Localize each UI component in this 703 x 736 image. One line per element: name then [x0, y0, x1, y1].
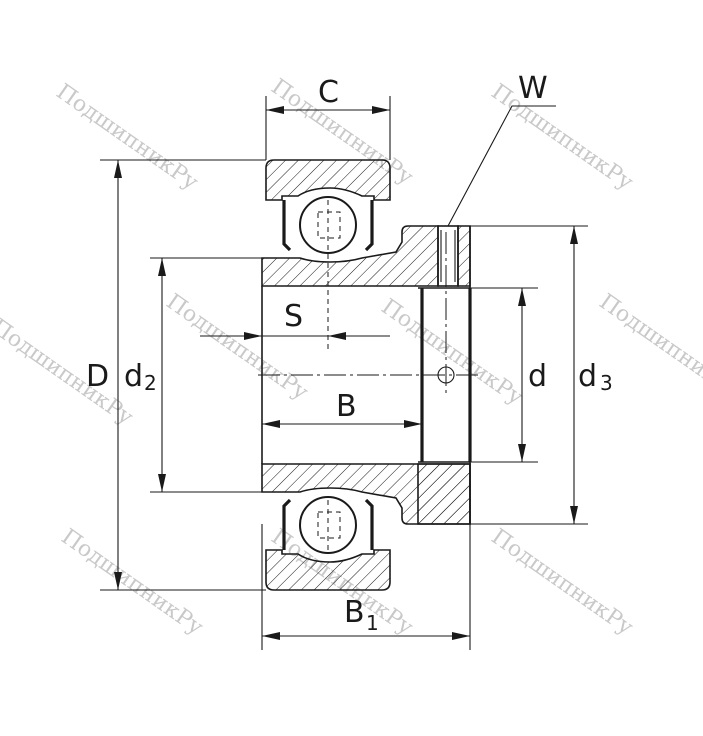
leader-line-w	[447, 105, 556, 227]
screw-hole-symbol	[437, 366, 455, 384]
arrowhead	[570, 226, 578, 244]
arrowhead	[570, 506, 578, 524]
watermark-text: ПодшипникРу	[0, 314, 137, 430]
ball-dash-box-top	[317, 211, 341, 239]
dimension-lines	[100, 96, 588, 650]
label-w: W	[518, 71, 548, 106]
arrowhead	[328, 332, 346, 340]
arrowhead	[404, 420, 422, 428]
arrowhead	[262, 420, 280, 428]
label-d3-subscript: 3	[600, 371, 613, 395]
label-d-outer: D	[86, 359, 109, 394]
arrowhead	[452, 632, 470, 640]
label-d2: d	[124, 359, 143, 394]
ball-bottom	[299, 496, 357, 554]
bearing-geometry	[258, 159, 480, 591]
label-s: S	[284, 299, 303, 334]
seal-top-left	[282, 200, 292, 252]
arrowhead	[114, 572, 122, 590]
watermark-text: ПодшипникРу	[487, 79, 638, 195]
arrowhead	[262, 632, 280, 640]
arrowhead	[158, 474, 166, 492]
seal-bottom-right	[364, 498, 374, 550]
collar-top	[457, 225, 471, 287]
watermark-text: ПодшипникРу	[487, 524, 638, 640]
watermark-text: ПодшипникРу	[57, 524, 208, 640]
label-d2-subscript: 2	[144, 371, 157, 395]
watermark-text: ПодшипникРу	[377, 294, 528, 410]
outer-ring-top	[265, 159, 391, 201]
label-b: B	[336, 389, 357, 424]
label-d: d	[528, 359, 547, 394]
arrowhead	[518, 288, 526, 306]
seal-top-right	[364, 200, 374, 252]
arrowhead	[518, 444, 526, 462]
label-d3: d	[578, 359, 597, 394]
arrowhead	[266, 106, 284, 114]
ball-top	[299, 196, 357, 254]
outer-ring-bottom	[265, 549, 391, 591]
arrowhead	[372, 106, 390, 114]
inner-ring-top	[261, 225, 439, 287]
watermark-text: ПодшипникРу	[52, 79, 203, 195]
arrowhead	[158, 258, 166, 276]
collar-bottom-left	[417, 463, 471, 525]
label-b1: B	[344, 595, 365, 630]
arrowhead	[114, 160, 122, 178]
label-b1-subscript: 1	[366, 611, 379, 635]
dimension-labels: C W S D d 2 B d d 3 B 1	[86, 71, 613, 635]
arrowhead	[244, 332, 262, 340]
label-c: C	[318, 75, 339, 110]
seal-bottom-left	[282, 498, 292, 550]
ball-dash-box-bottom	[317, 511, 341, 539]
